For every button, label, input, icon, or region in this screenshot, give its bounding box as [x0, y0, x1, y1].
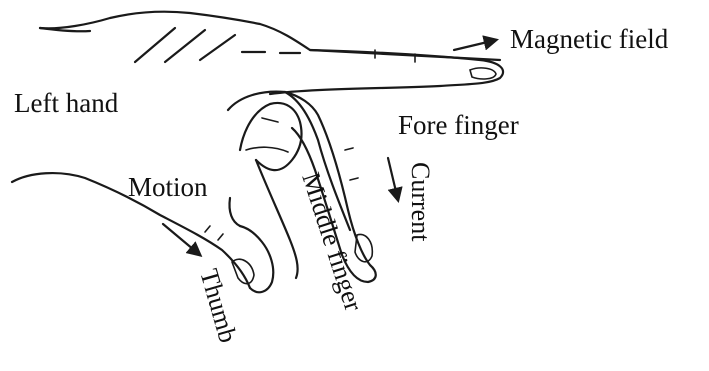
motion-arrow [163, 224, 200, 255]
fore-finger-drawing [242, 50, 503, 94]
hand-shading [135, 28, 235, 62]
label-fore-finger: Fore finger [398, 110, 519, 140]
label-current: Current [406, 162, 435, 242]
label-motion: Motion [128, 172, 208, 202]
current-arrow [388, 158, 398, 200]
label-left-hand: Left hand [14, 88, 119, 118]
magnetic-field-arrow [454, 40, 496, 50]
hand-back-outline [40, 12, 500, 60]
label-thumb: Thumb [194, 266, 243, 346]
label-magnetic-field: Magnetic field [510, 24, 669, 54]
